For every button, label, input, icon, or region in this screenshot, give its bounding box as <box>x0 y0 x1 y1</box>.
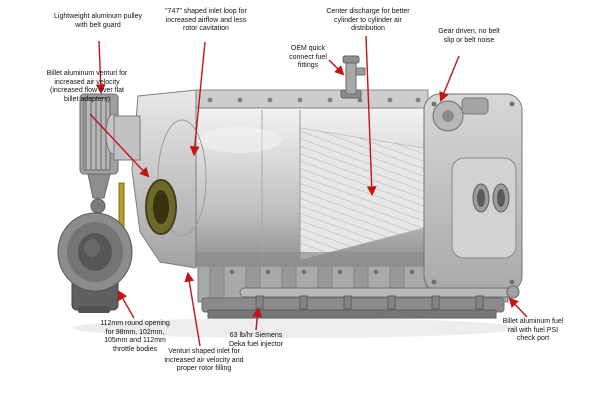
callout-gear-drive: Gear driven, no belt slip or belt noise <box>438 28 500 44</box>
arrow-fuel-rail <box>508 297 528 318</box>
arrow-inlet-loop <box>189 41 206 157</box>
arrow-throttle-opening <box>117 290 135 319</box>
front-venturi-housing <box>118 89 207 269</box>
callout-fuel-injector: 63 lb/hr Siemens Deka fuel injector <box>228 332 284 348</box>
rotor-housing <box>195 89 429 267</box>
callout-billet-venturi: Billet aluminum venturi for increased ai… <box>46 70 128 103</box>
fuel-injector <box>343 295 352 310</box>
fuel-rail <box>239 285 520 310</box>
arrow-oem-fuel <box>328 59 345 76</box>
fuel-injector <box>475 295 484 310</box>
throttle-body-elbow <box>57 212 133 313</box>
fuel-psi-check-port <box>506 285 520 299</box>
arrow-pulley <box>95 40 106 95</box>
fuel-injector <box>255 295 264 310</box>
arrow-billet-venturi <box>89 113 150 178</box>
arrow-center-discharge <box>365 35 377 197</box>
arrow-fuel-injector <box>252 306 263 331</box>
fuel-injector <box>299 295 308 310</box>
rear-gear-case <box>423 93 523 293</box>
fuel-quick-connect-fitting <box>340 55 366 99</box>
callout-center-discharge: Center discharge for better cylinder to … <box>326 8 410 33</box>
fuel-injector <box>431 295 440 310</box>
arrow-gear-drive <box>439 55 460 102</box>
fuel-injector <box>387 295 396 310</box>
callout-inlet-loop: "747" shaped inlet loop for increased ai… <box>165 8 247 33</box>
arrow-venturi-inlet <box>184 271 201 347</box>
callout-arrows <box>89 35 528 347</box>
ground-shadow <box>73 318 517 338</box>
callout-pulley: Lightweight aluminum pulley with belt gu… <box>54 13 142 29</box>
callout-throttle-opening: 112mm round opening for 98mm, 102mm, 105… <box>100 320 170 353</box>
callout-fuel-rail: Billet aluminum fuel rail with fuel PSI … <box>502 318 564 343</box>
callout-oem-fuel-fittings: OEM quick connect fuel fittings <box>289 45 327 70</box>
pulley-assembly <box>79 93 141 214</box>
callout-venturi-inlet: Venturi shaped inlet for increased air v… <box>164 348 244 373</box>
